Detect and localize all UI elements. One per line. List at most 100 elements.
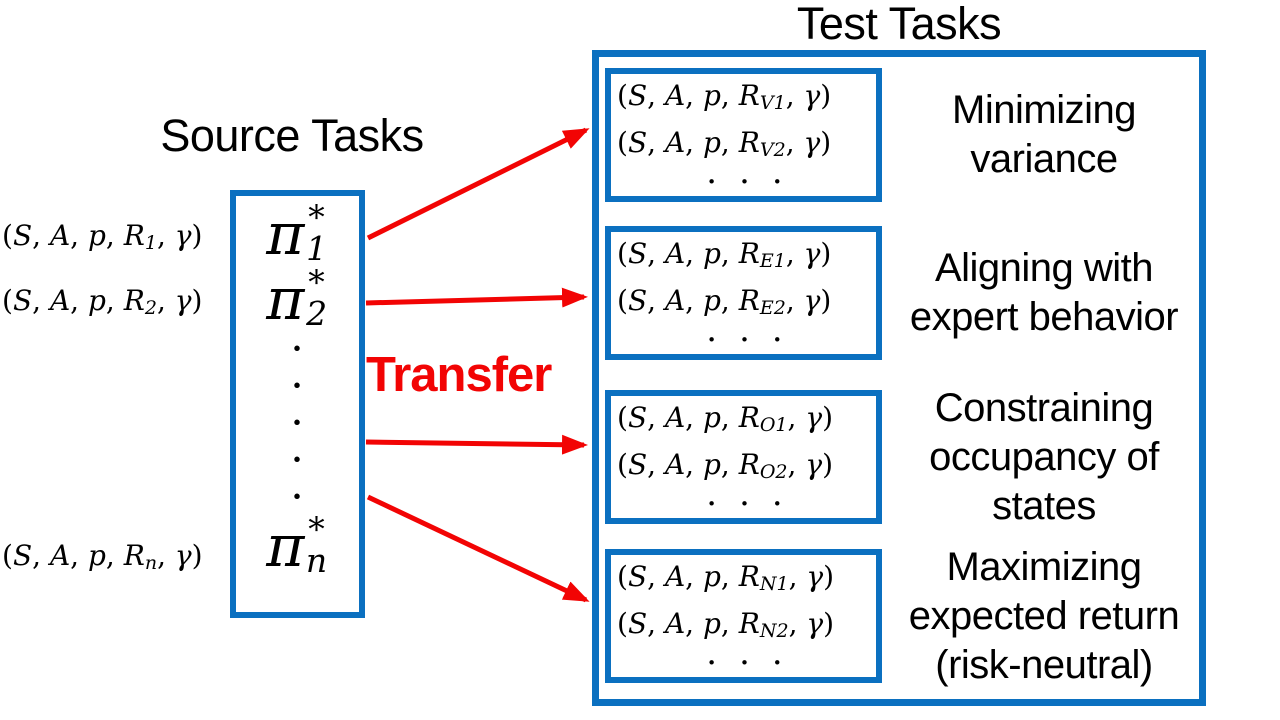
star-superscript: ∗ <box>305 503 328 542</box>
gamma-symbol: γ <box>803 79 821 112</box>
separator: , <box>685 401 703 434</box>
separator: , <box>647 237 665 270</box>
state-space-symbol: S <box>627 401 648 434</box>
separator: , <box>788 560 807 593</box>
transition-symbol: p <box>702 79 721 112</box>
paren-close: ) <box>820 79 832 112</box>
separator: , <box>105 539 124 572</box>
test-task-label-line: expert behavior <box>909 295 1179 339</box>
transition-symbol: p <box>702 607 721 641</box>
separator: , <box>787 401 806 434</box>
transition-symbol: p <box>702 284 721 318</box>
paren-close: ) <box>823 607 835 641</box>
gamma-symbol: γ <box>803 126 821 160</box>
state-space-symbol: S <box>627 560 648 593</box>
separator: , <box>647 607 665 641</box>
separator: , <box>720 560 739 593</box>
policy-superscript-subscript: ∗1 <box>305 194 327 265</box>
reward-subscript: O1 <box>759 414 788 437</box>
separator: , <box>70 219 88 252</box>
test-task-tuple: (S, A, p, RE2, γ) <box>617 281 872 328</box>
separator: , <box>685 284 703 318</box>
paren-open: ( <box>617 401 628 434</box>
separator: , <box>685 126 703 160</box>
state-space-symbol: S <box>12 539 33 572</box>
test-mdp-tuple: (S, A, p, RO1, γ) <box>617 401 833 437</box>
test-task-tuple: (S, A, p, RE1, γ) <box>617 234 872 281</box>
test-tasks-title: Test Tasks <box>796 0 1002 49</box>
gamma-symbol: γ <box>803 237 821 270</box>
test-task-tuple: (S, A, p, RV2, γ) <box>617 123 872 170</box>
horizontal-dot: · <box>706 320 718 361</box>
test-task-label-line: Maximizing <box>946 544 1142 589</box>
horizontal-dot: · <box>771 320 783 361</box>
reward-symbol: R <box>738 126 760 160</box>
separator: , <box>685 79 703 112</box>
transition-symbol: p <box>702 401 721 434</box>
reward-symbol: R <box>123 284 145 317</box>
horizontal-dot: · <box>739 484 750 525</box>
separator: , <box>788 607 807 641</box>
reward-subscript: N1 <box>759 573 789 596</box>
reward-subscript: N2 <box>759 620 789 643</box>
separator: , <box>70 284 88 317</box>
reward-symbol: R <box>738 401 760 434</box>
separator: , <box>720 607 739 641</box>
horizontal-dot: · <box>771 162 783 203</box>
test-task-label-line: Constraining <box>934 385 1154 430</box>
source-task-tuple: (S, A, p, R1, γ) <box>2 218 202 261</box>
separator: , <box>720 284 739 318</box>
paren-close: ) <box>820 126 832 160</box>
transition-symbol: p <box>702 237 721 270</box>
action-space-symbol: A <box>49 284 71 317</box>
action-space-symbol: A <box>664 126 686 160</box>
separator: , <box>105 284 124 317</box>
separator: , <box>647 126 665 160</box>
gamma-symbol: γ <box>174 219 192 252</box>
source-tasks-title: Source Tasks <box>160 110 424 161</box>
paren-close: ) <box>822 448 834 482</box>
separator: , <box>720 126 739 160</box>
horizontal-dot: · <box>739 643 750 684</box>
source-policies-box <box>230 190 365 618</box>
separator: , <box>787 448 806 482</box>
policy-superscript-subscript: ∗2 <box>305 259 327 330</box>
separator: , <box>720 401 739 434</box>
horizontal-ellipsis: ··· <box>617 643 872 684</box>
separator: , <box>785 126 804 160</box>
paren-close: ) <box>191 284 203 317</box>
separator: , <box>647 560 665 593</box>
gamma-symbol: γ <box>805 448 823 482</box>
test-task-box: (S, A, p, RV1, γ)(S, A, p, RV2, γ)··· <box>605 68 882 202</box>
separator: , <box>32 284 50 317</box>
separator: , <box>647 79 665 112</box>
vertical-dot: · <box>290 361 304 410</box>
transition-symbol: p <box>702 126 721 160</box>
separator: , <box>647 284 665 318</box>
paren-close: ) <box>823 560 835 593</box>
optimal-policy: π∗2 <box>236 259 358 335</box>
action-space-symbol: A <box>664 448 686 482</box>
action-space-symbol: A <box>664 79 686 112</box>
reward-symbol: R <box>738 237 760 270</box>
reward-subscript: V1 <box>759 92 786 115</box>
action-space-symbol: A <box>664 237 686 270</box>
separator: , <box>157 539 175 572</box>
reward-symbol: R <box>123 219 145 252</box>
reward-subscript: E2 <box>759 297 786 320</box>
state-space-symbol: S <box>12 219 33 252</box>
state-space-symbol: S <box>12 284 33 317</box>
horizontal-dot: · <box>739 162 750 203</box>
paren-open: ( <box>617 126 628 160</box>
reward-symbol: R <box>738 79 760 112</box>
gamma-symbol: γ <box>174 539 192 572</box>
source-task-tuple: (S, A, p, R2, γ) <box>2 283 202 326</box>
separator: , <box>720 237 739 270</box>
paren-close: ) <box>820 237 832 270</box>
gamma-symbol: γ <box>806 560 824 593</box>
source-mdp-tuple: (S, A, p, Rn, γ) <box>2 539 203 574</box>
horizontal-dot: · <box>706 484 718 525</box>
test-mdp-tuple: (S, A, p, RV1, γ) <box>617 79 832 115</box>
paren-open: ( <box>617 448 628 482</box>
